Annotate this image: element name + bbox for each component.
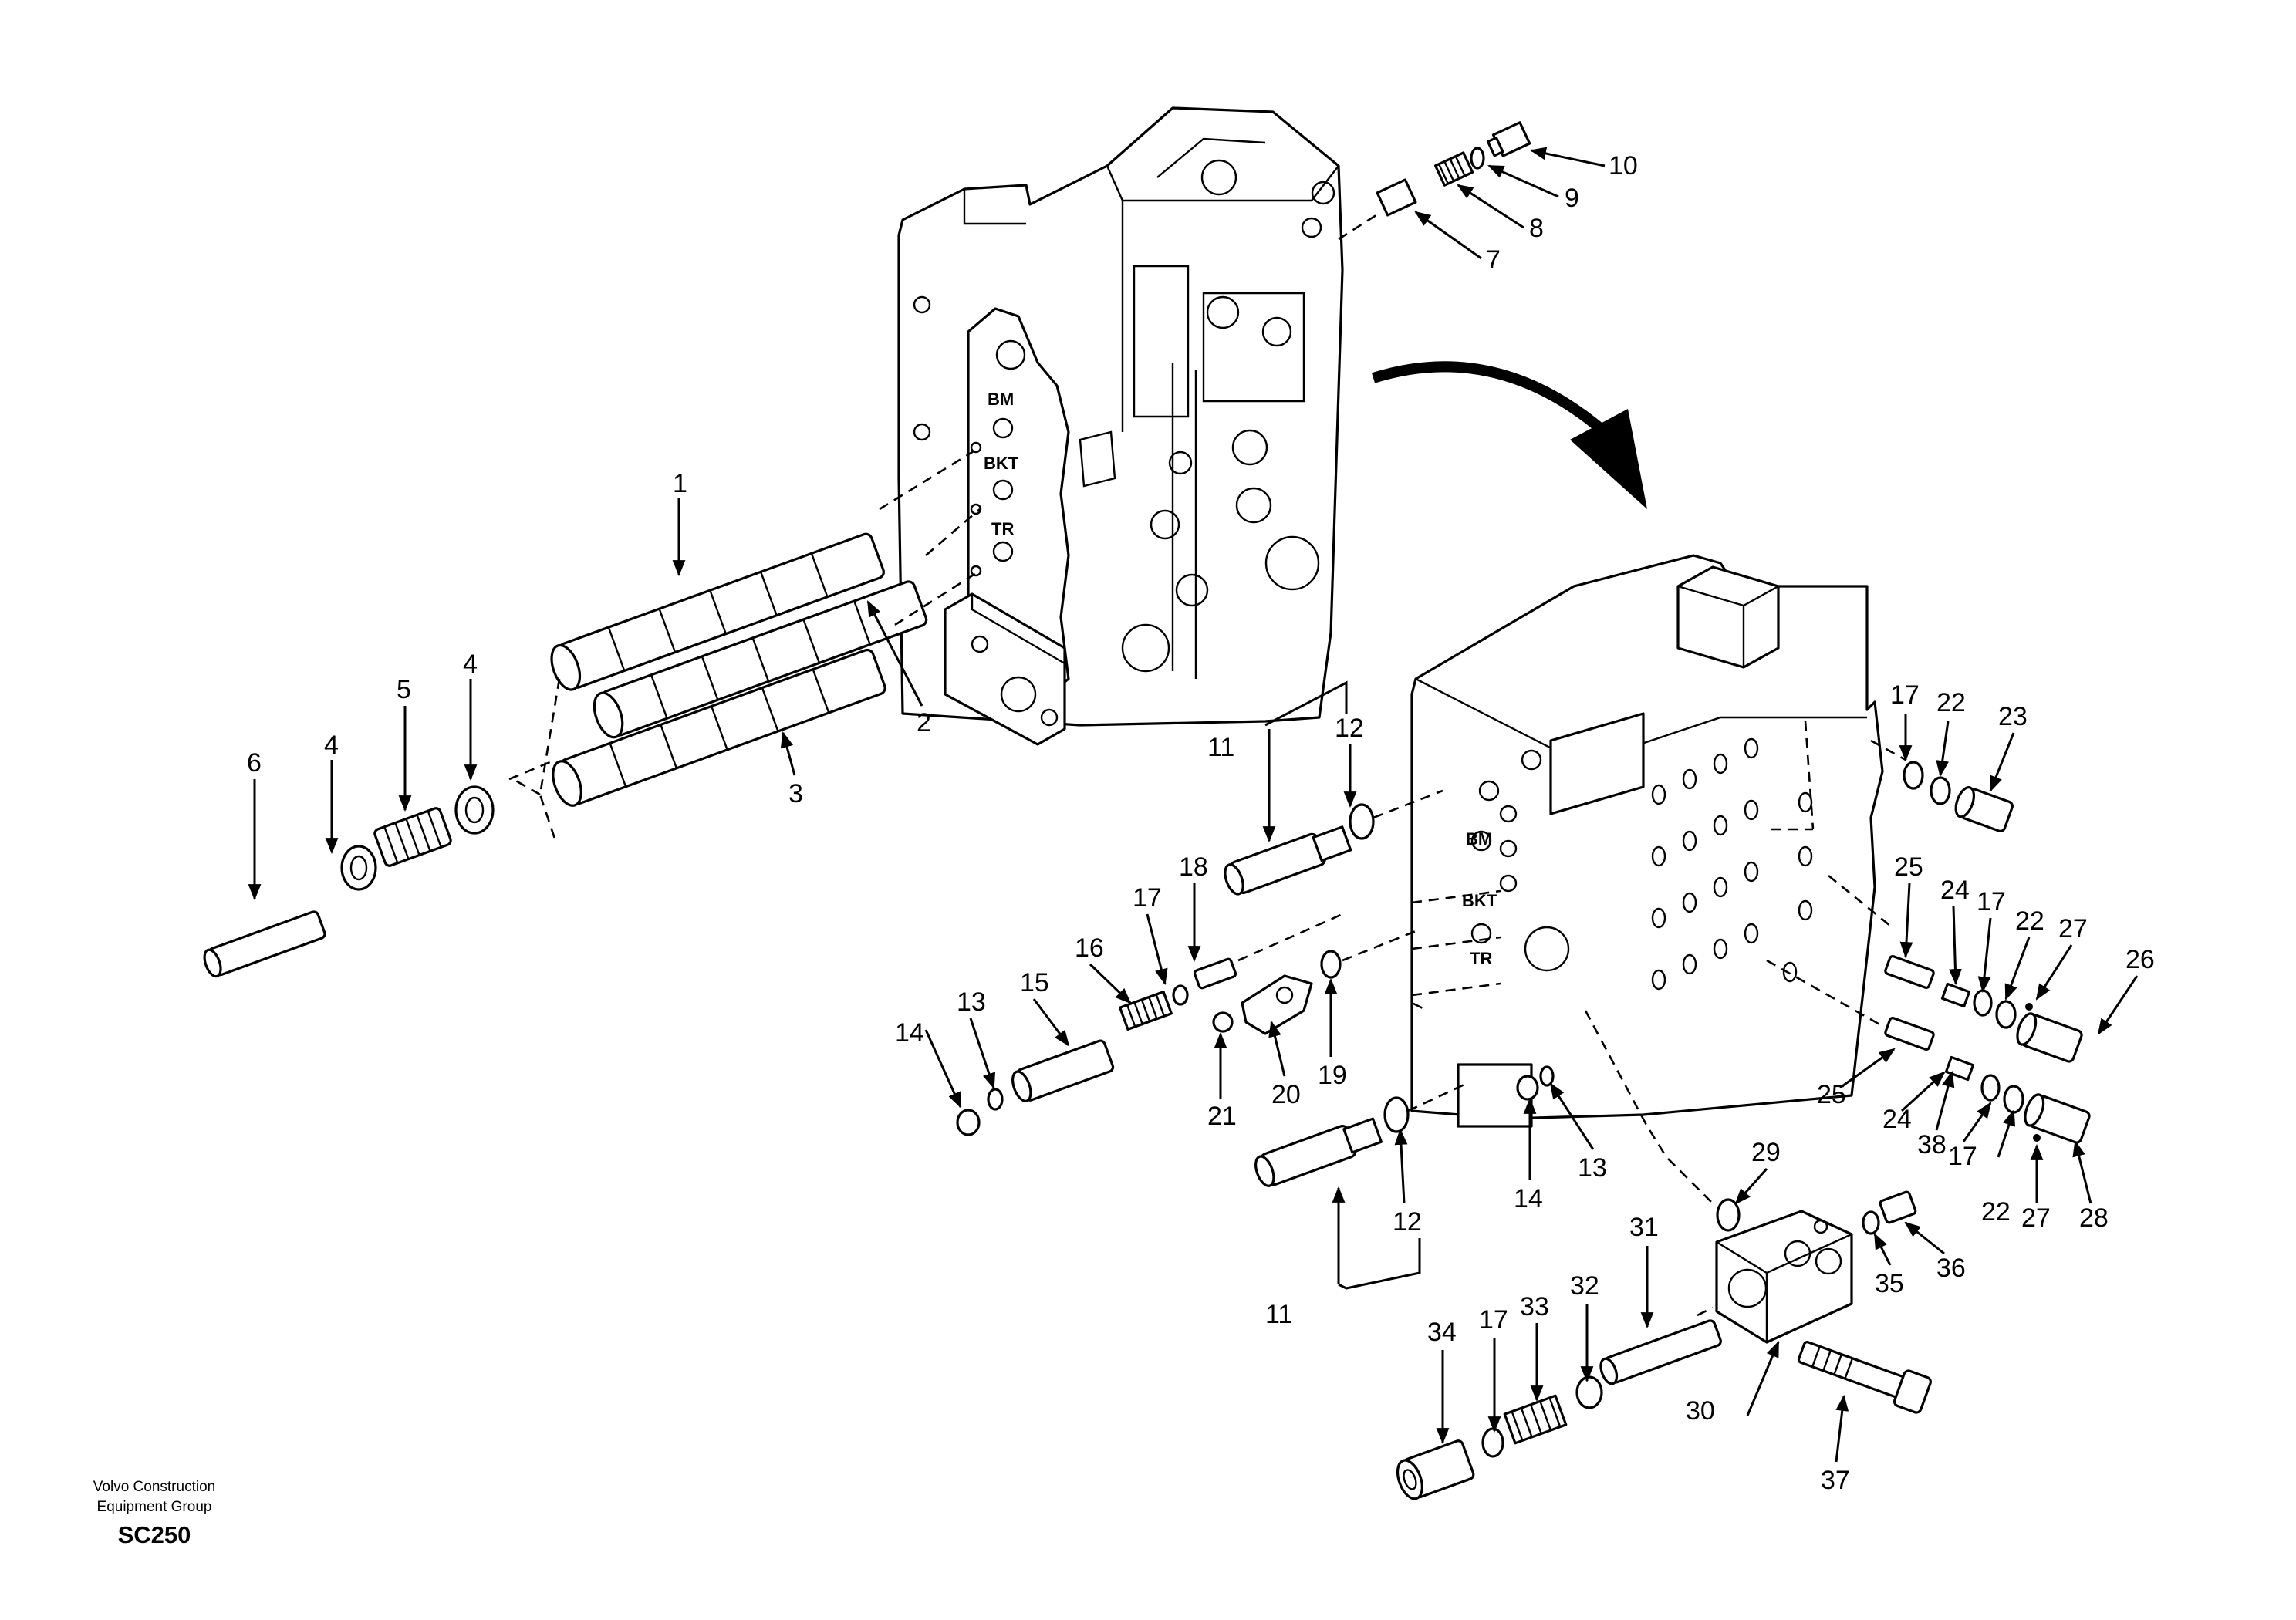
callout-13-left: 13: [957, 987, 986, 1017]
right-side-parts: [1766, 739, 2091, 1144]
company-line-1: Volvo Construction: [93, 1479, 216, 1495]
callout-12-upper: 12: [1335, 714, 1364, 743]
callout-9: 9: [1565, 184, 1579, 213]
port-label-bm-upper: BM: [988, 390, 1014, 409]
callout-17-bottom: 17: [1479, 1305, 1508, 1335]
callout-25-upper: 25: [1894, 852, 1923, 882]
callout-31: 31: [1629, 1213, 1659, 1242]
callout-38: 38: [1917, 1130, 1947, 1159]
callout-19: 19: [1318, 1061, 1347, 1090]
callout-21: 21: [1207, 1102, 1237, 1131]
callout-17-top: 17: [1890, 680, 1920, 710]
right-face-holes: [1651, 737, 1813, 991]
callout-26: 26: [2125, 945, 2155, 974]
bottom-parts-31-34: [1396, 1306, 1722, 1500]
callout-20: 20: [1271, 1080, 1301, 1109]
callout-14-right: 14: [1514, 1184, 1543, 1213]
callout-4-b: 4: [324, 731, 339, 760]
callout-14-left: 14: [895, 1018, 924, 1048]
callout-22-mid: 22: [2015, 906, 2044, 936]
callout-29: 29: [1751, 1138, 1781, 1167]
callout-27-lower: 27: [2021, 1203, 2051, 1233]
callout-12-lower: 12: [1393, 1207, 1422, 1237]
callout-32: 32: [1570, 1271, 1599, 1301]
callout-numbers: 10 9 8 7 1 2 3 4 4 5 6 11 12 18 17 16 15…: [247, 151, 2155, 1495]
relief-valve-lower: [1254, 1082, 1467, 1187]
callout-25-lower: 25: [1817, 1080, 1846, 1109]
callout-17-lower: 17: [1948, 1142, 1977, 1171]
relief-valve-upper: [1224, 789, 1443, 896]
callout-36: 36: [1936, 1254, 1966, 1283]
callout-24-upper: 24: [1940, 876, 1970, 905]
callout-4-a: 4: [463, 650, 478, 679]
callout-30: 30: [1686, 1396, 1715, 1426]
callout-1: 1: [673, 469, 687, 498]
callout-34: 34: [1427, 1318, 1457, 1347]
callout-28: 28: [2079, 1203, 2109, 1233]
parts-7-to-10: [1338, 121, 1531, 241]
callout-11-upper: 11: [1207, 733, 1234, 762]
callout-33: 33: [1520, 1292, 1549, 1321]
spools: [512, 446, 981, 842]
port-label-bkt-upper: BKT: [984, 454, 1019, 473]
callout-7: 7: [1486, 245, 1501, 275]
callout-11-lower: 11: [1265, 1300, 1292, 1329]
callout-22-lower: 22: [1981, 1197, 2011, 1227]
company-name: Volvo Construction Equipment Group: [77, 1477, 231, 1517]
callout-18: 18: [1179, 852, 1208, 882]
leader-lines: [248, 147, 2139, 1463]
callout-27-upper: 27: [2058, 914, 2088, 943]
callout-8: 8: [1529, 214, 1544, 243]
callout-15: 15: [1020, 968, 1049, 997]
callout-22-top: 22: [1936, 688, 1966, 717]
lower-valve-block: BM BKT TR: [1410, 554, 1884, 1128]
callout-35: 35: [1875, 1269, 1904, 1298]
callout-5: 5: [397, 675, 411, 704]
port-label-bm-lower: BM: [1466, 829, 1492, 849]
bottom-block-30: [1584, 1010, 1932, 1414]
callout-24-lower: 24: [1882, 1105, 1912, 1134]
spring-kit-4-5-6: [203, 758, 556, 978]
callout-23: 23: [1998, 702, 2028, 731]
small-parts-13-21: [956, 913, 1555, 1136]
callout-17-mid: 17: [1977, 887, 2006, 916]
company-line-2: Equipment Group: [96, 1499, 212, 1515]
upper-valve-block: BM BKT TR: [897, 106, 1344, 746]
callout-2: 2: [917, 708, 931, 737]
diagram-code: SC250: [117, 1521, 191, 1548]
port-label-tr-lower: TR: [1470, 949, 1492, 968]
callout-6: 6: [247, 748, 262, 778]
callout-10: 10: [1609, 151, 1638, 181]
rotation-arrow: [1371, 361, 1647, 509]
port-label-bkt-lower: BKT: [1462, 891, 1497, 910]
port-label-tr-upper: TR: [991, 519, 1014, 538]
callout-17-left: 17: [1133, 883, 1162, 913]
callout-13-right: 13: [1578, 1153, 1607, 1183]
callout-16: 16: [1075, 933, 1104, 963]
callout-37: 37: [1821, 1466, 1850, 1495]
callout-3: 3: [788, 779, 803, 808]
